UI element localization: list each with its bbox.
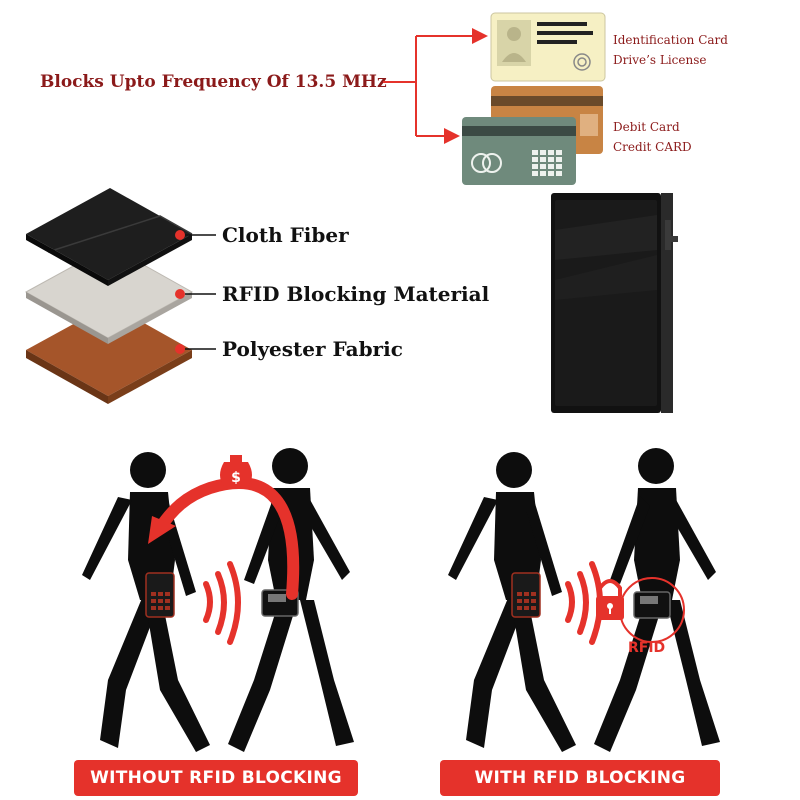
layer-label-polyester: Polyester Fabric: [222, 337, 403, 361]
credit-card-illustration: [462, 117, 576, 185]
banner-without-blocking: WITHOUT RFID BLOCKING: [74, 760, 358, 796]
layer-label-cloth-fiber: Cloth Fiber: [222, 223, 349, 247]
money-bag-icon: $: [220, 455, 252, 486]
pedestrian-silhouette: [448, 452, 576, 752]
id-card-label: Identification Card Drive’s License: [613, 30, 728, 70]
banner-with-blocking: WITH RFID BLOCKING: [440, 760, 720, 796]
bank-card-label: Debit Card Credit CARD: [613, 117, 692, 157]
svg-text:$: $: [231, 470, 241, 486]
id-card-line1: Identification Card: [613, 33, 728, 47]
frequency-headline: Blocks Upto Frequency Of 13.5 MHz: [40, 72, 387, 92]
headline-connector: [383, 28, 488, 144]
lock-icon: [596, 579, 624, 620]
protected-wallet-illustration: [619, 577, 685, 643]
card-reader-illustration: [145, 572, 175, 618]
pedestrian-silhouette: [594, 448, 720, 752]
layer-label-rfid-blocking: RFID Blocking Material: [222, 282, 490, 306]
layer-polyester-fabric: [26, 304, 192, 404]
id-card-line2: Drive’s License: [613, 53, 707, 67]
bank-card-line1: Debit Card: [613, 120, 680, 134]
card-wallet-illustration: [551, 193, 678, 413]
rfid-signal-waves: [565, 561, 603, 645]
layer-leaders: [175, 230, 216, 354]
card-reader-illustration: [511, 572, 541, 618]
scene-without-blocking: [82, 448, 354, 752]
scene-with-blocking: [448, 448, 720, 752]
identification-card-illustration: [490, 12, 606, 82]
layer-cloth-fiber: [26, 188, 193, 286]
bank-card-line2: Credit CARD: [613, 140, 692, 154]
rfid-signal-waves: [203, 561, 241, 645]
rfid-tag: RFID: [628, 640, 666, 656]
layer-rfid-blocking-material: [24, 245, 194, 344]
data-theft-arrowhead: [148, 516, 176, 544]
